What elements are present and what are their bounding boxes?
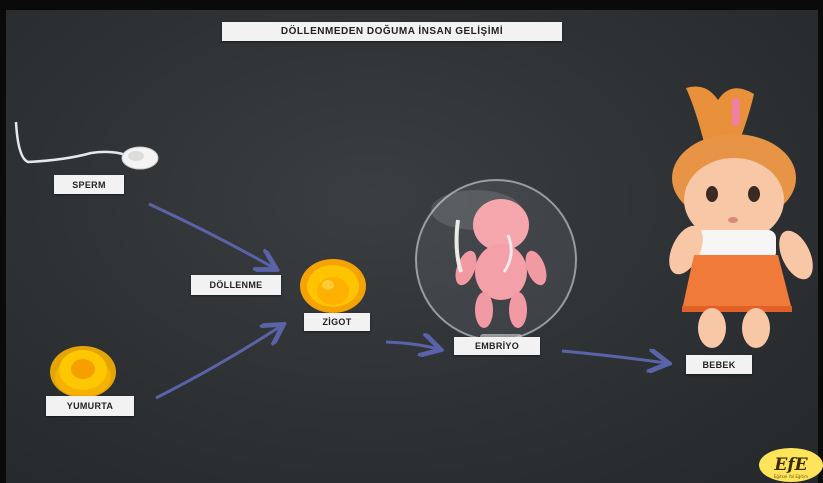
efe-logo: EfE Eğitsel Yol Eğitim: [758, 447, 823, 483]
logo-tagline: Eğitsel Yol Eğitim: [774, 474, 808, 479]
baby-doll-model: [6, 10, 818, 483]
logo-text: EfE: [773, 455, 808, 475]
chalkboard-background: DÖLLENMEDEN DOĞUMA İNSAN GELİŞİMİ SPERM …: [6, 10, 818, 483]
baby-label: BEBEK: [686, 355, 752, 374]
